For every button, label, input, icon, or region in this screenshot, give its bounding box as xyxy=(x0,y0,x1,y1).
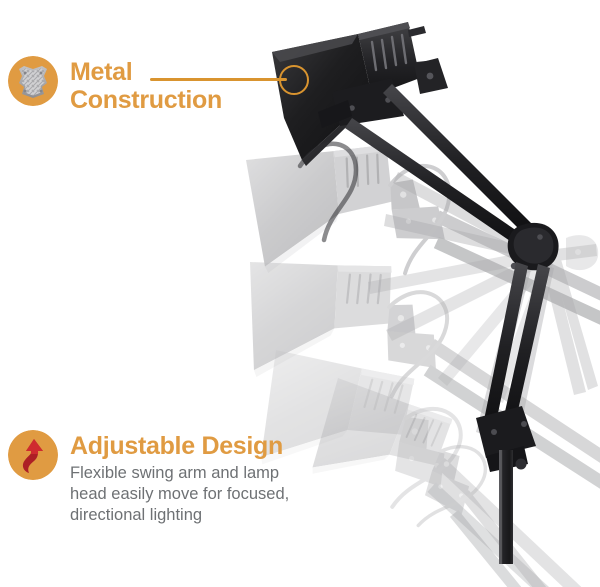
lamp-shade xyxy=(272,34,372,160)
head-pivot-joint xyxy=(414,58,448,94)
metal-construction-highlight-ring xyxy=(279,65,309,95)
feature-metal-construction-text: Metal Construction xyxy=(70,56,222,117)
upper-arm-rail-1 xyxy=(383,84,540,241)
feature-adjustable-design-description: Flexible swing arm and lamp head easily … xyxy=(70,464,290,524)
mount-bracket xyxy=(476,406,536,458)
vent-slots xyxy=(370,33,408,72)
upper-arm-rail-2 xyxy=(345,118,536,254)
ghost-lamp-position-1 xyxy=(228,128,600,350)
lower-arm-rail-1 xyxy=(482,262,528,433)
lower-arm-rail-2 xyxy=(500,264,550,437)
vertical-pole xyxy=(499,450,513,564)
power-cord xyxy=(297,141,359,243)
feature-metal-construction: Metal Construction xyxy=(8,56,222,117)
feature-metal-construction-title: Metal Construction xyxy=(70,58,222,114)
flex-arrow-icon xyxy=(8,430,58,480)
lamp-housing xyxy=(358,22,420,96)
center-pivot-joint xyxy=(507,222,559,271)
feature-adjustable-design-text: Adjustable Design Flexible swing arm and… xyxy=(70,430,289,526)
primary-lamp xyxy=(272,22,559,564)
ghost-arm-fan xyxy=(368,172,599,440)
feature-adjustable-design-title: Adjustable Design xyxy=(70,432,283,460)
metal-construction-leader-line xyxy=(150,78,287,81)
head-bracket xyxy=(332,78,404,126)
shield-plate-icon-badge xyxy=(8,56,58,106)
ghost-lamp-position-4 xyxy=(270,354,600,587)
shield-plate-icon xyxy=(8,56,58,106)
flex-arrow-icon-badge xyxy=(8,430,58,480)
feature-adjustable-design: Adjustable Design Flexible swing arm and… xyxy=(8,430,289,526)
tension-knob xyxy=(515,458,527,470)
